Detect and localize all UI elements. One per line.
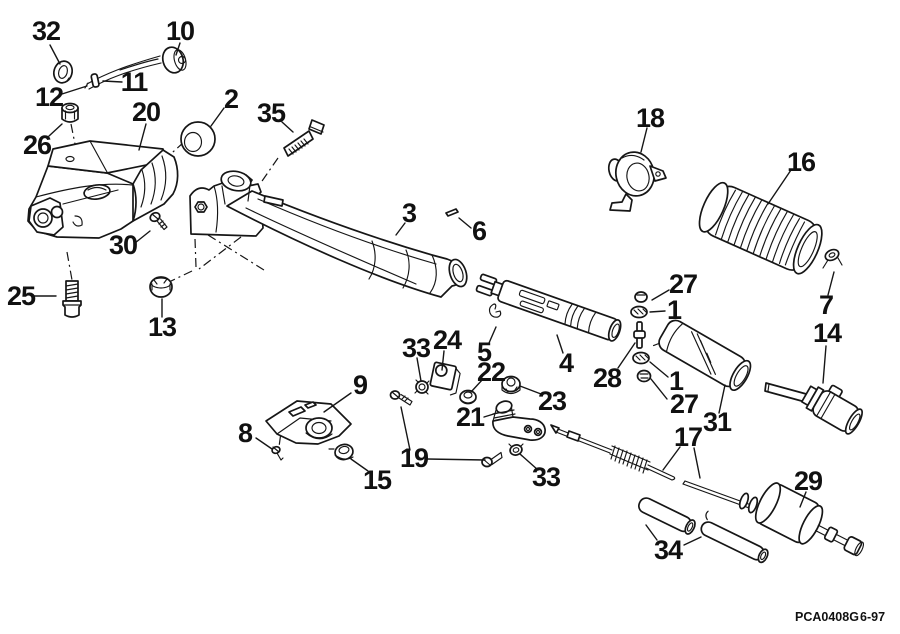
callout-18: 18 [636, 103, 665, 133]
callout-21: 21 [456, 402, 485, 432]
callout-35: 35 [257, 98, 286, 128]
screw-19-left [389, 390, 413, 406]
callout-30: 30 [109, 230, 137, 260]
callout-15: 15 [363, 465, 392, 495]
spring-clip-5 [488, 303, 502, 318]
callout-9: 9 [353, 370, 368, 400]
locknut-13 [149, 276, 173, 298]
callout-34: 34 [654, 535, 683, 565]
plate-code: PCA0408G [795, 610, 859, 624]
callout-14: 14 [813, 318, 842, 348]
callout-3: 3 [402, 198, 417, 228]
pivot-bolt-25 [62, 280, 82, 318]
lock-washer-33-upper [414, 379, 430, 395]
callout-28: 28 [593, 363, 622, 393]
cable-tube-34-upper [638, 497, 696, 535]
locknut-26 [61, 102, 79, 123]
push-clip-7 [822, 248, 843, 269]
cap-27-upper [634, 291, 648, 303]
callout-33-mid: 33 [532, 462, 561, 492]
nut-1-upper [630, 305, 648, 319]
twist-sleeve-31 [652, 319, 752, 391]
callout-25: 25 [7, 281, 36, 311]
nut-1-lower [632, 351, 650, 365]
callout-1-lower: 1 [669, 366, 684, 396]
swivel-block-24 [429, 361, 461, 396]
steering-knob-2 [180, 121, 216, 157]
callout-8: 8 [238, 418, 253, 448]
throttle-grip-16 [698, 181, 823, 275]
pin-6 [445, 208, 459, 217]
callout-24: 24 [433, 325, 462, 355]
callout-27-upper: 27 [669, 269, 697, 299]
callout-16: 16 [787, 147, 816, 177]
steering-housing-20 [27, 140, 179, 239]
rod-grommet-11 [90, 73, 100, 88]
footer: PCA0408G 6-97 [795, 610, 885, 624]
callout-7: 7 [819, 290, 833, 320]
callout-33-upper: 33 [402, 333, 431, 363]
callout-labels: 32 10 11 12 26 20 2 35 18 16 3 6 7 30 13… [7, 16, 843, 565]
fastener-stack [630, 291, 652, 383]
cap-27-lower [636, 369, 652, 383]
throttle-shaft-4 [475, 273, 622, 342]
pivot-bolt-35 [283, 119, 325, 157]
shift-bracket-9 [265, 400, 352, 445]
callout-22: 22 [477, 357, 505, 387]
screw-8 [271, 445, 284, 461]
washer-32 [52, 60, 74, 84]
cap-15 [328, 443, 354, 461]
grommet-22 [459, 389, 477, 405]
callout-2: 2 [224, 84, 238, 114]
callout-11: 11 [121, 67, 149, 97]
callout-1-upper: 1 [667, 295, 682, 325]
screw-30 [149, 211, 168, 231]
callout-19: 19 [400, 443, 429, 473]
throttle-clamp-18 [607, 151, 667, 212]
flange-nut-23 [501, 375, 521, 395]
callout-26: 26 [23, 130, 52, 160]
plate-date: 6-97 [860, 610, 885, 624]
choke-knob-10 [161, 46, 185, 74]
callout-29: 29 [794, 466, 823, 496]
leader-lines [33, 42, 835, 546]
callout-13: 13 [148, 312, 177, 342]
callout-12: 12 [35, 82, 63, 112]
callout-4: 4 [559, 348, 574, 378]
callout-17: 17 [674, 422, 702, 452]
callout-5: 5 [477, 337, 492, 367]
cable-tube-34-lower [700, 510, 769, 564]
callout-6: 6 [472, 216, 487, 246]
tiller-arm-3 [220, 170, 468, 298]
callout-31: 31 [703, 407, 732, 437]
callout-27-lower: 27 [670, 389, 698, 419]
cable-spool-fitting [738, 492, 759, 514]
callout-20: 20 [132, 97, 160, 127]
friction-adjuster-14 [764, 382, 863, 435]
callout-23: 23 [538, 386, 567, 416]
callout-32: 32 [32, 16, 60, 46]
throttle-cable-17 [550, 424, 759, 514]
throttle-lever-21 [492, 400, 546, 441]
choke-rod-assembly [84, 46, 187, 90]
callout-10: 10 [166, 16, 194, 46]
